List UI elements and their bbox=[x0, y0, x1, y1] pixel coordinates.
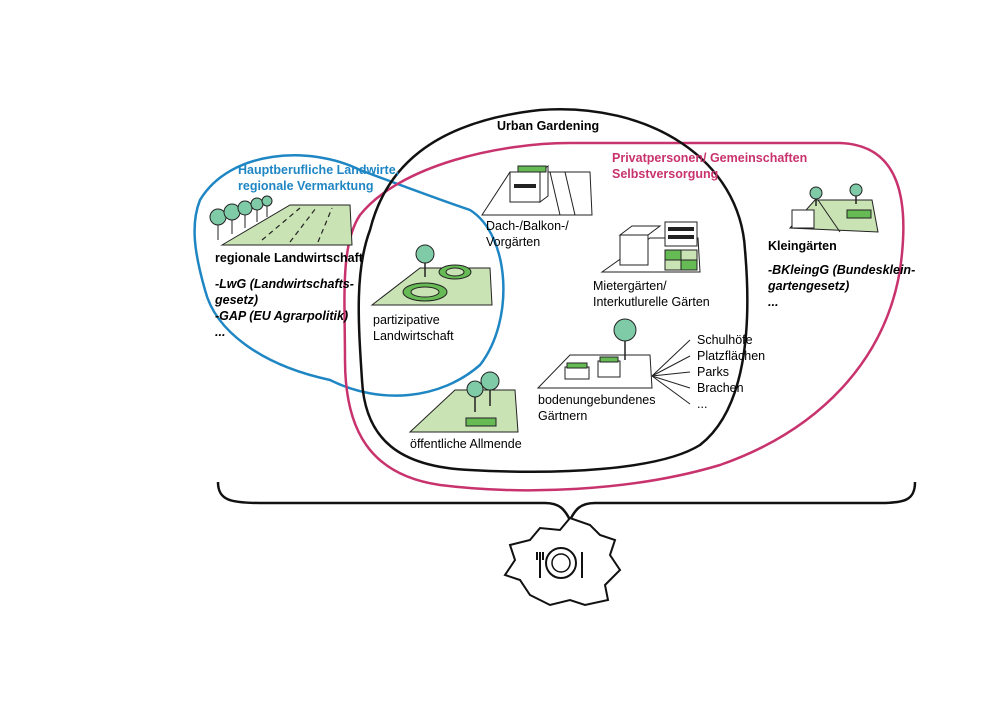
plate-icon bbox=[545, 547, 577, 579]
place-item: Schulhöfe bbox=[697, 333, 753, 347]
tenant-line1: Mietergärten/ bbox=[593, 279, 667, 293]
regional-law-line: ... bbox=[215, 325, 226, 339]
roof-line1: Dach-/Balkon-/ bbox=[486, 219, 569, 233]
commons-label: öffentliche Allmende bbox=[410, 437, 522, 451]
tree-icon bbox=[849, 183, 863, 197]
fork-icon bbox=[536, 552, 544, 578]
building-icon bbox=[619, 234, 649, 266]
allotment-laws: -BKleingG (Bundesklein- gartengesetz) ..… bbox=[768, 262, 915, 310]
allotment-law-line: ... bbox=[768, 295, 779, 309]
urban-gardening-title: Urban Gardening bbox=[497, 119, 600, 133]
participative-line1: partizipative bbox=[373, 313, 440, 327]
tree-icon bbox=[809, 186, 823, 200]
farmers-set-outline bbox=[193, 154, 505, 397]
roof-garden-icon bbox=[481, 165, 593, 216]
soilless-line2: Gärtnern bbox=[538, 409, 588, 423]
place-item: Platzflächen bbox=[697, 349, 766, 363]
allotment-title: Kleingärten bbox=[768, 239, 837, 253]
soilless-garden-icon bbox=[536, 318, 691, 405]
tenant-garden-icon bbox=[600, 221, 701, 273]
tree-icon bbox=[415, 244, 435, 264]
participative-field-icon bbox=[370, 244, 493, 306]
regional-laws: -LwG (Landwirtschafts- gesetz) -GAP (EU … bbox=[215, 276, 354, 340]
places-connector-lines bbox=[651, 339, 691, 405]
allotment-law-line: -BKleingG (Bundesklein- bbox=[768, 263, 916, 277]
tree-row-icon bbox=[209, 195, 273, 240]
tenant-line2: Interkutlurelle Gärten bbox=[593, 295, 710, 309]
private-title-line2: Selbstversorgung bbox=[612, 167, 719, 181]
regional-law-line: -GAP (EU Agrarpolitik) bbox=[215, 309, 349, 323]
roof-line2: Vorgärten bbox=[486, 235, 541, 249]
farmers-title-line2: regionale Vermarktung bbox=[238, 179, 374, 193]
regional-field-icon bbox=[209, 195, 353, 246]
private-title-line1: Privatpersonen/ Gemeinschaften bbox=[612, 151, 808, 165]
places-list: Schulhöfe Platzflächen Parks Brachen ... bbox=[697, 332, 765, 412]
regional-law-line: -LwG (Landwirtschafts- bbox=[215, 277, 354, 291]
curly-brace bbox=[216, 481, 917, 523]
participative-line2: Landwirtschaft bbox=[373, 329, 454, 343]
private-set-outline bbox=[343, 141, 905, 492]
farmers-title-line1: Hauptberufliche Landwirte, bbox=[238, 163, 400, 177]
tree-icon bbox=[466, 380, 484, 398]
place-item: Brachen bbox=[697, 381, 744, 395]
soilless-line1: bodenungebundenes bbox=[538, 393, 656, 407]
regional-title: regionale Landwirtschaft bbox=[215, 251, 363, 265]
allotment-garden-icon bbox=[788, 183, 879, 233]
place-item: Parks bbox=[697, 365, 729, 379]
tree-icon bbox=[613, 318, 637, 342]
commons-icon bbox=[408, 371, 519, 433]
urban-gardening-set-outline bbox=[357, 108, 749, 473]
place-item: ... bbox=[697, 397, 708, 411]
allotment-law-line: gartengesetz) bbox=[768, 279, 850, 293]
tree-icon bbox=[480, 371, 500, 391]
regional-law-line: gesetz) bbox=[215, 293, 259, 307]
